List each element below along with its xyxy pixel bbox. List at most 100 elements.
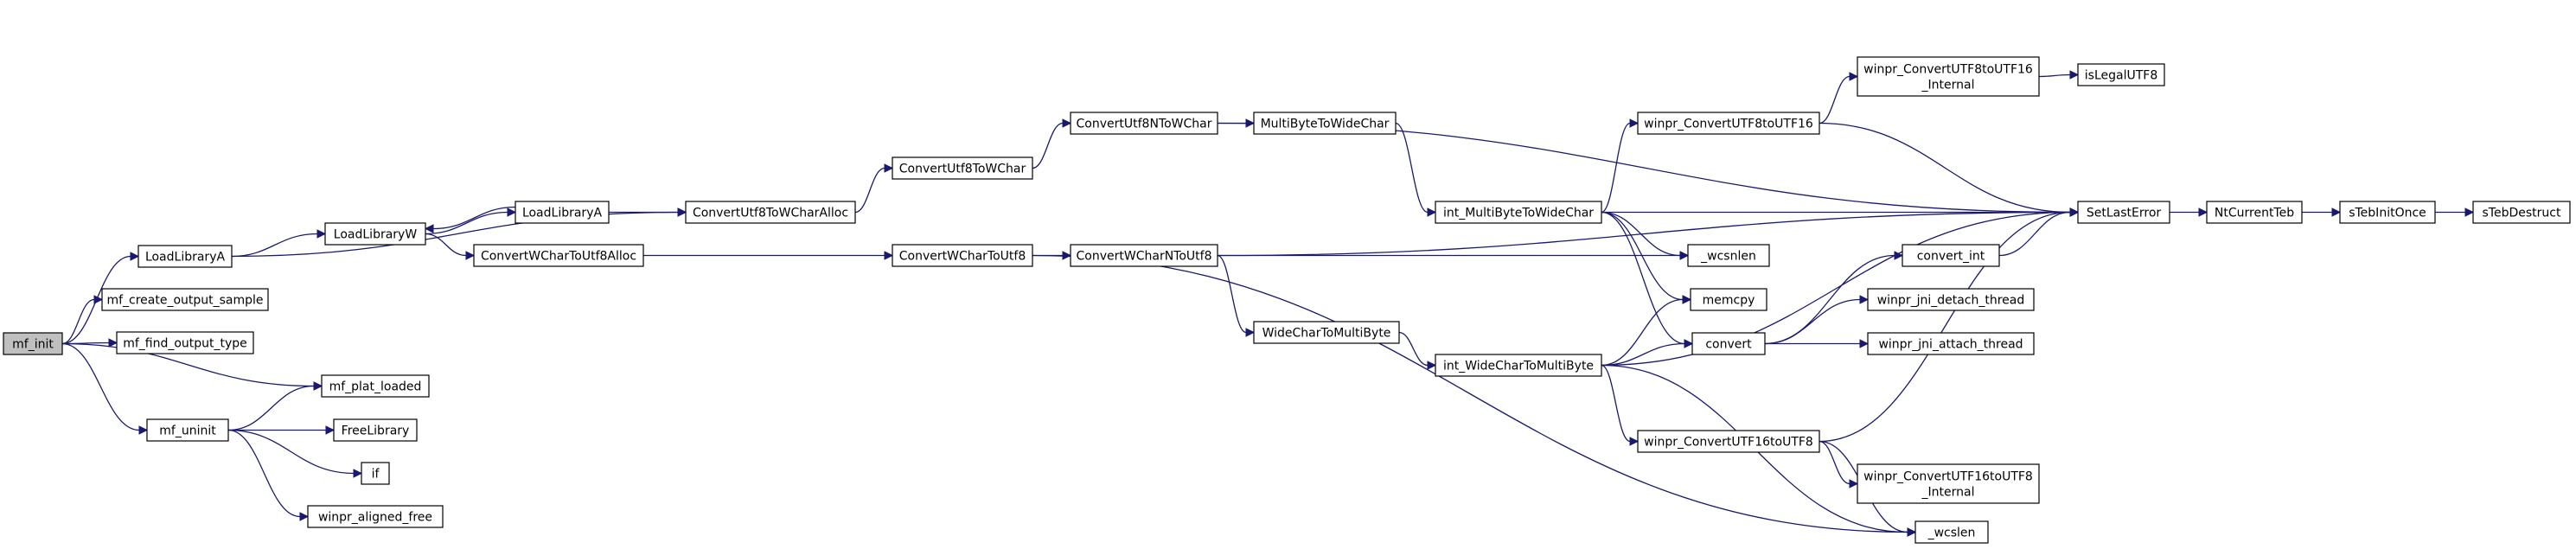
- node-box: [1070, 244, 1218, 267]
- edge-LoadLibraryW-to-ConvertWCharToUtf8Alloc: [425, 233, 476, 260]
- node-label: LoadLibraryW: [334, 228, 418, 242]
- edge-convert_int-to-SetLastError: [1998, 207, 2080, 257]
- node-setlasterror[interactable]: SetLastError: [2077, 201, 2170, 224]
- node-box: [1867, 288, 2035, 311]
- node-winpr-convertutf16toutf8-internal[interactable]: winpr_ConvertUTF16toUTF8_Internal: [1857, 463, 2040, 504]
- node-if[interactable]: if: [361, 462, 390, 485]
- node-loadlibrarya-1[interactable]: LoadLibraryA: [137, 245, 233, 268]
- edge-mf_init-to-mf_create_output_sample: [61, 295, 104, 345]
- node-label: isLegalUTF8: [2085, 69, 2157, 83]
- edge-ConvertWCharNToUtf8-to-WideCharToMultiByte: [1217, 254, 1256, 337]
- node-label: convert_int: [1917, 250, 1985, 264]
- node-winpr-convertutf8toutf16[interactable]: winpr_ConvertUTF8toUTF16: [1637, 112, 1820, 135]
- node-label: MultiByteToWideChar: [1261, 118, 1390, 131]
- node-label: ConvertWCharToUtf8: [899, 250, 1026, 264]
- node-int-multibytetowidechar[interactable]: int_MultiByteToWideChar: [1435, 201, 1602, 224]
- node-mf-init[interactable]: mf_init: [3, 332, 63, 355]
- edge-convert-to-winpr_jni_detach_thread: [1764, 295, 1870, 345]
- node-mf-plat-loaded[interactable]: mf_plat_loaded: [321, 374, 430, 398]
- node-box: [307, 505, 444, 528]
- edge-convert-to-winpr_jni_attach_thread: [1765, 339, 1870, 348]
- node-label: ConvertWCharToUtf8Alloc: [481, 250, 636, 264]
- node-winpr-jni-detach-thread[interactable]: winpr_jni_detach_thread: [1867, 288, 2035, 311]
- node-label: WideCharToMultiByte: [1262, 327, 1391, 341]
- node-label: mf_create_output_sample: [106, 294, 263, 308]
- node-widechartomultibyte[interactable]: WideCharToMultiByte: [1253, 321, 1400, 344]
- edge-int_MultiByteToWideChar-to-memcpy: [1601, 211, 1692, 304]
- node-winpr-aligned-free[interactable]: winpr_aligned_free: [307, 505, 444, 528]
- edge-int_MultiByteToWideChar-to-convert: [1601, 211, 1694, 348]
- edge-winpr_ConvertUTF8toUTF16-to-winpr_ConvertUTF8toUTF16_Internal: [1819, 72, 1859, 124]
- edge-ConvertUtf8NToWChar-to-SetLastError: [1217, 122, 2080, 217]
- node-label: LoadLibraryA: [145, 251, 226, 265]
- edge-ConvertWCharNToUtf8-to-_wcsnlen: [1218, 251, 1690, 260]
- node--wcslen[interactable]: _wcslen: [1914, 520, 1989, 544]
- node-label: int_MultiByteToWideChar: [1443, 207, 1594, 220]
- node-convertutf8towchar[interactable]: ConvertUtf8ToWChar: [892, 156, 1033, 180]
- node-label: winpr_jni_detach_thread: [1877, 294, 2025, 308]
- node-box: [515, 201, 610, 224]
- node-box: [321, 374, 430, 398]
- node-label: NtCurrentTeb: [2215, 207, 2294, 220]
- node-label: FreeLibrary: [342, 425, 410, 438]
- node-islegalutf8[interactable]: isLegalUTF8: [2077, 63, 2165, 86]
- node-label: _wcsnlen: [1700, 250, 1756, 264]
- node-convert-int[interactable]: convert_int: [1902, 244, 2000, 267]
- node-label: ConvertUtf8NToWChar: [1077, 118, 1212, 131]
- node-loadlibraryw[interactable]: LoadLibraryW: [324, 222, 426, 246]
- node-convert[interactable]: convert: [1691, 332, 1766, 355]
- edge-int_WideCharToMultiByte-to-convert: [1601, 339, 1694, 367]
- node-winpr-jni-attach-thread[interactable]: winpr_jni_attach_thread: [1867, 332, 2035, 355]
- node-box: [685, 201, 856, 224]
- node-box: [1637, 430, 1820, 453]
- node-mf-create-output-sample[interactable]: mf_create_output_sample: [101, 288, 269, 311]
- node-freelibrary[interactable]: FreeLibrary: [333, 418, 418, 442]
- node-box: [116, 331, 254, 354]
- node-mf-uninit[interactable]: mf_uninit: [146, 418, 229, 442]
- node-box: [1857, 56, 2040, 97]
- node-box: [2339, 201, 2436, 224]
- edge-LoadLibraryA_2-to-ConvertUtf8ToWCharAlloc: [608, 207, 687, 217]
- node-label: LoadLibraryA: [522, 207, 603, 220]
- edge-LoadLibraryA_2-to-LoadLibraryW: [424, 206, 516, 233]
- node-convertutf8towcharalloc[interactable]: ConvertUtf8ToWCharAlloc: [685, 201, 856, 224]
- node-box: [324, 222, 426, 246]
- edge-mf_uninit-to-mf_plat_loaded: [227, 381, 323, 431]
- edge-winpr_ConvertUTF8toUTF16_Internal-to-isLegalUTF8: [2038, 70, 2080, 80]
- node-label: _Internal: [1921, 486, 1975, 500]
- node-multibytetowidechar[interactable]: MultiByteToWideChar: [1253, 112, 1397, 135]
- edge-int_MultiByteToWideChar-to-SetLastError: [1601, 207, 2080, 217]
- edge-winpr_ConvertUTF16toUTF8-to-SetLastError: [1819, 207, 2080, 443]
- node-int-widechartomultibyte[interactable]: int_WideCharToMultiByte: [1435, 354, 1602, 377]
- node-ntcurrentteb[interactable]: NtCurrentTeb: [2206, 201, 2303, 224]
- edge-sTebInitOnce-to-sTebDestruct: [2434, 207, 2475, 217]
- node-memcpy[interactable]: memcpy: [1690, 288, 1767, 311]
- node-label: winpr_ConvertUTF8toUTF16: [1644, 118, 1813, 131]
- node-stebdestruct[interactable]: sTebDestruct: [2472, 201, 2571, 224]
- node-label: ConvertUtf8ToWChar: [899, 163, 1026, 176]
- node--wcsnlen[interactable]: _wcsnlen: [1687, 244, 1770, 267]
- node-convertwchartoutf8[interactable]: ConvertWCharToUtf8: [892, 244, 1033, 267]
- node-winpr-convertutf8toutf16-internal[interactable]: winpr_ConvertUTF8toUTF16_Internal: [1857, 56, 2040, 97]
- edge-winpr_ConvertUTF16toUTF8-to-winpr_ConvertUTF16toUTF8_Internal: [1819, 440, 1859, 488]
- node-mf-find-output-type[interactable]: mf_find_output_type: [116, 331, 254, 354]
- node-winpr-convertutf16toutf8[interactable]: winpr_ConvertUTF16toUTF8: [1637, 430, 1820, 453]
- node-convertwcharntoutf8[interactable]: ConvertWCharNToUtf8: [1070, 244, 1218, 267]
- node-convertutf8ntowchar[interactable]: ConvertUtf8NToWChar: [1070, 112, 1218, 135]
- node-label: ConvertWCharNToUtf8: [1077, 250, 1212, 264]
- node-box: [892, 244, 1033, 267]
- edges-layer: [61, 70, 2475, 537]
- node-label: memcpy: [1703, 294, 1755, 308]
- edge-mf_uninit-to-winpr_aligned_free: [227, 429, 310, 521]
- node-box: [101, 288, 269, 311]
- node-label: winpr_jni_attach_thread: [1878, 338, 2023, 352]
- node-box: [1435, 201, 1602, 224]
- node-stebinitonce[interactable]: sTebInitOnce: [2339, 201, 2436, 224]
- node-label: mf_plat_loaded: [329, 380, 422, 394]
- edge-NtCurrentTeb-to-sTebInitOnce: [2301, 207, 2342, 217]
- node-loadlibrarya-2[interactable]: LoadLibraryA: [515, 201, 610, 224]
- node-convertwchartoutf8alloc[interactable]: ConvertWCharToUtf8Alloc: [473, 244, 644, 267]
- node-box: [137, 245, 233, 268]
- node-label: ConvertUtf8ToWCharAlloc: [693, 207, 848, 220]
